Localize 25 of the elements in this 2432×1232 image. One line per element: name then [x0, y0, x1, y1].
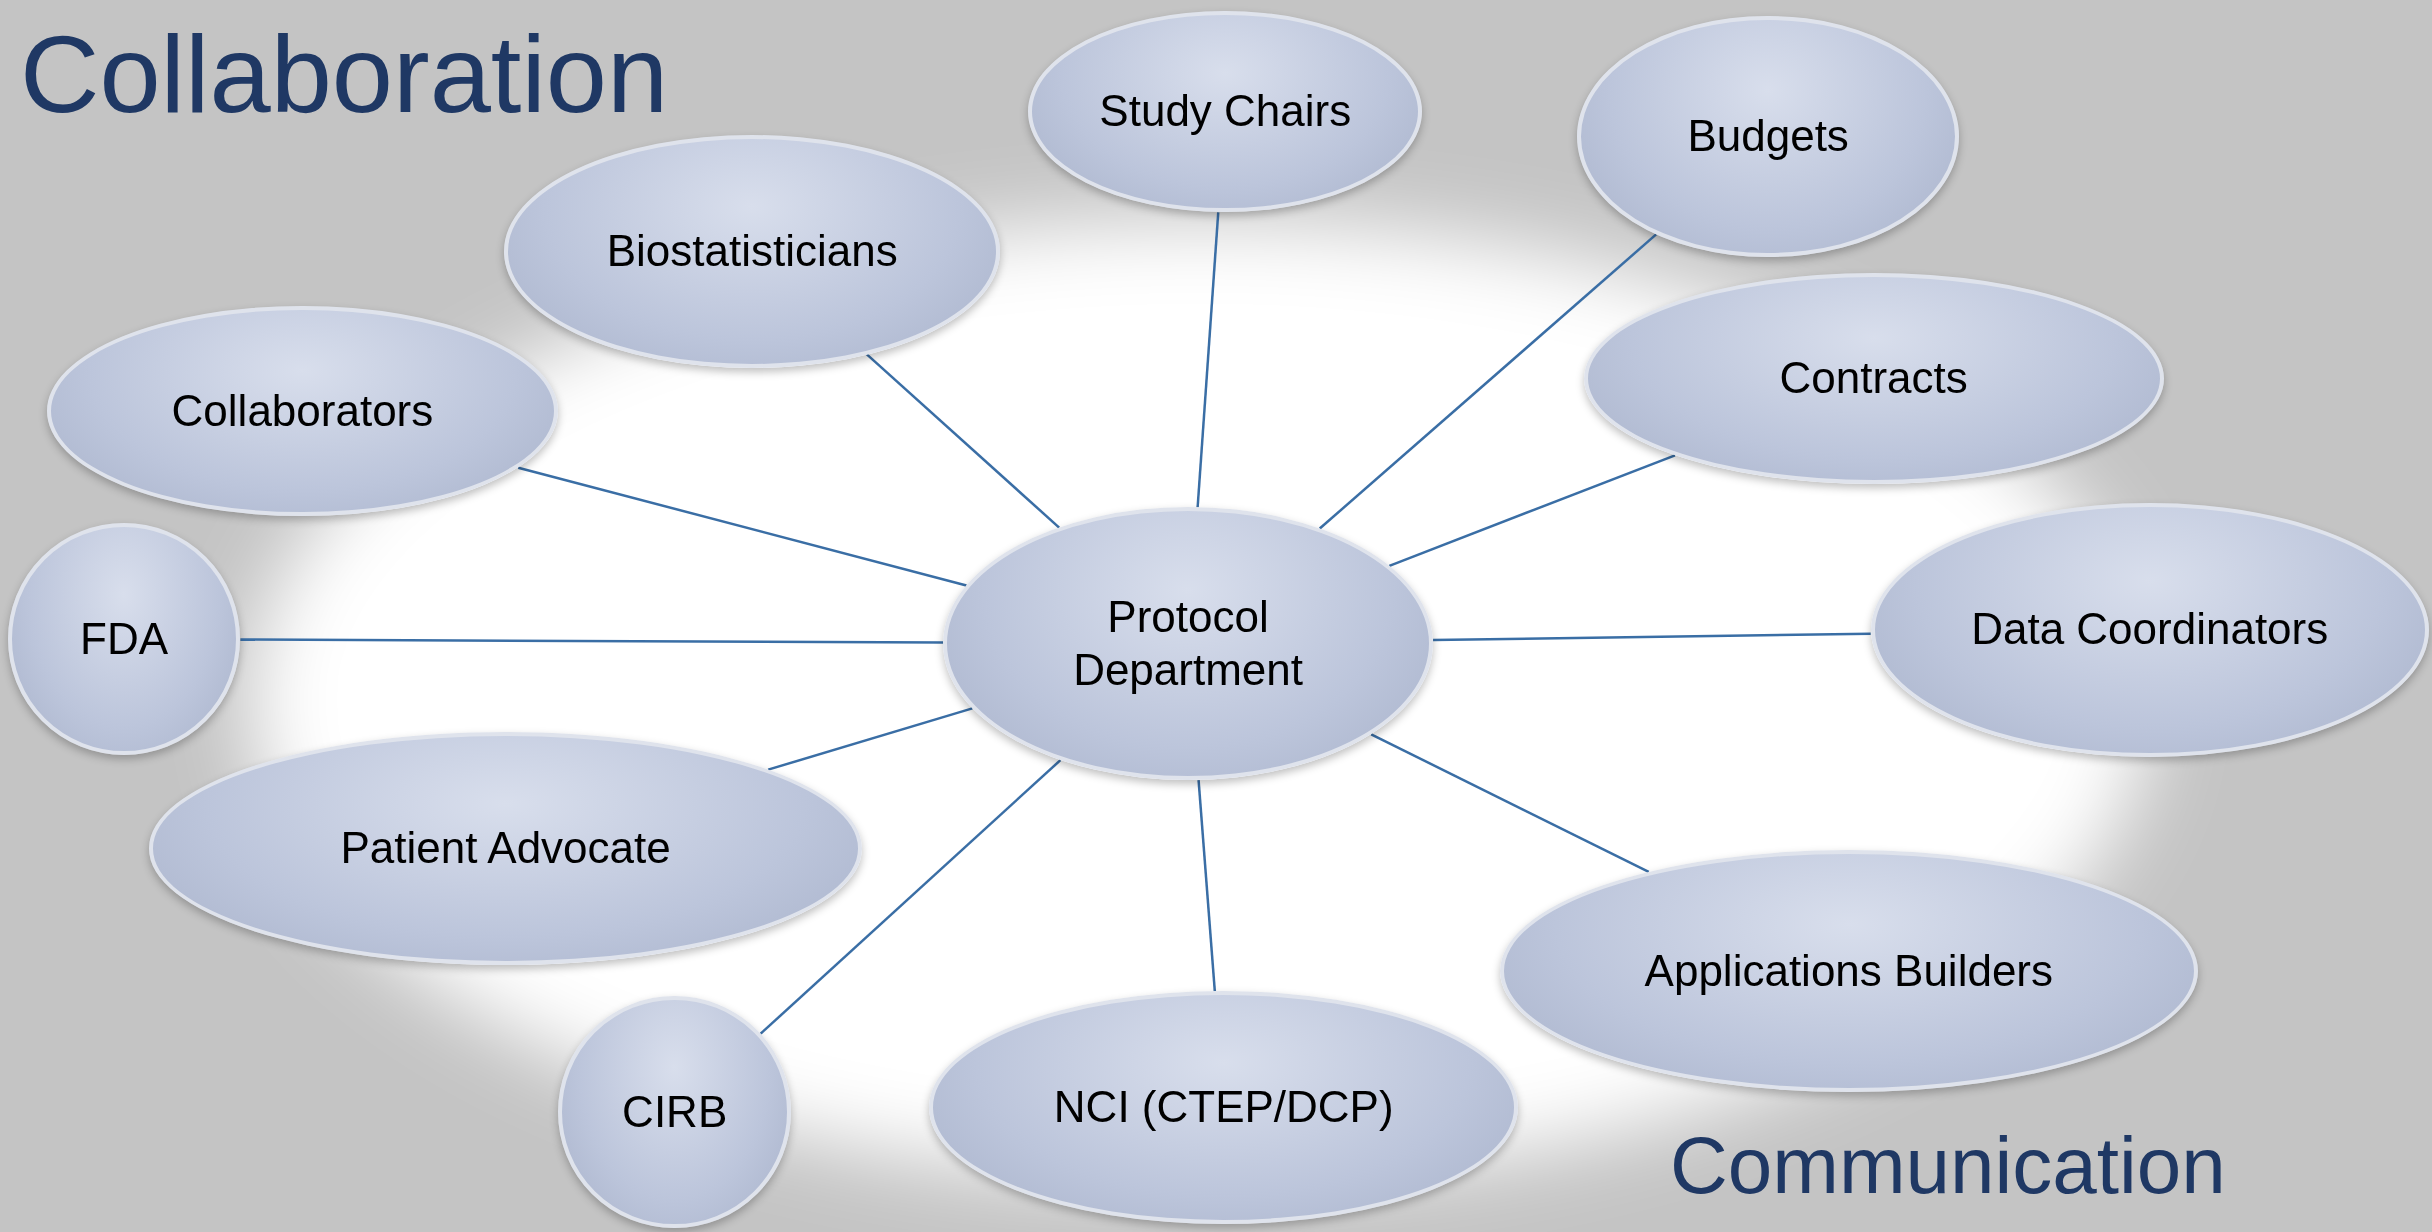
connector-line	[1197, 779, 1217, 992]
node-label: Budgets	[1687, 110, 1849, 163]
connector-line	[1318, 233, 1657, 530]
connector-line	[1433, 632, 1871, 642]
connector-line	[866, 353, 1060, 529]
node-label: NCI (CTEP/DCP)	[1053, 1081, 1394, 1133]
connector-line	[240, 638, 944, 644]
node-label: Patient Advocate	[340, 822, 671, 874]
connector-line	[1388, 454, 1676, 567]
node-label: CIRB	[622, 1085, 728, 1138]
node-label: Biostatisticians	[606, 224, 898, 277]
connector-line	[767, 707, 973, 771]
connector-line	[759, 759, 1062, 1035]
node-label: Protocol Department	[1072, 590, 1304, 696]
node-label: Study Chairs	[1099, 85, 1352, 138]
node-label: Applications Builders	[1644, 944, 2054, 997]
node-label: Data Coordinators	[1971, 603, 2329, 656]
connector-line	[517, 466, 967, 587]
connector-line	[1196, 212, 1220, 508]
node-label: FDA	[80, 612, 169, 665]
connector-line	[1370, 733, 1650, 873]
node-label: Collaborators	[171, 384, 434, 437]
slide-title: Collaboration	[20, 11, 669, 137]
node-label: Contracts	[1779, 352, 1968, 405]
heading-text: Communication	[1670, 1120, 2226, 1212]
